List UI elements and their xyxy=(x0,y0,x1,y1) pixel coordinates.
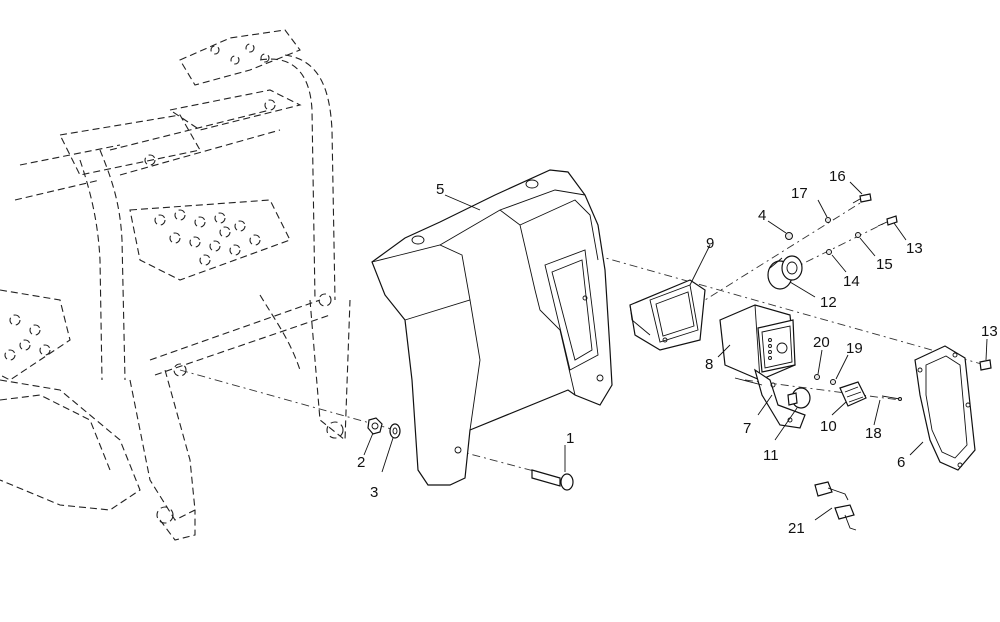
display-housing-part-8 xyxy=(719,304,796,381)
callout-13-upper: 13 xyxy=(906,240,923,257)
callout-1: 1 xyxy=(566,430,574,447)
callout-11: 11 xyxy=(763,447,779,464)
callout-19: 19 xyxy=(846,340,863,357)
gasket-part-6 xyxy=(914,345,976,471)
o-ring-part-15 xyxy=(855,232,861,238)
socket-part-12 xyxy=(767,255,803,290)
console-cover xyxy=(371,169,613,486)
callout-18: 18 xyxy=(865,425,882,442)
callout-7: 7 xyxy=(743,420,751,437)
callout-20: 20 xyxy=(813,334,830,351)
o-ring-part-19 xyxy=(830,379,836,385)
callout-3: 3 xyxy=(370,484,378,501)
switch-box-part-9 xyxy=(629,279,706,351)
callout-14: 14 xyxy=(843,273,860,290)
callout-16: 16 xyxy=(829,168,846,185)
phantom-machine-frame xyxy=(0,29,351,541)
callout-8: 8 xyxy=(705,356,713,373)
knob-part-11 xyxy=(787,387,811,409)
screw-part-13-upper xyxy=(877,215,898,227)
leader-lines xyxy=(363,181,988,521)
o-ring-part-20 xyxy=(814,374,820,380)
pin-part-18 xyxy=(881,395,902,401)
callout-10: 10 xyxy=(820,418,837,435)
callout-15: 15 xyxy=(876,256,893,273)
step-plate-holes xyxy=(154,209,261,266)
nut-part-2 xyxy=(367,417,383,435)
keys-part-21 xyxy=(814,481,857,531)
callout-21: 21 xyxy=(788,520,805,537)
callout-17: 17 xyxy=(791,185,808,202)
callout-13-right: 13 xyxy=(981,323,998,340)
callout-4: 4 xyxy=(758,207,766,224)
callout-5: 5 xyxy=(436,181,444,198)
o-ring-part-14 xyxy=(826,249,832,255)
callout-12: 12 xyxy=(820,294,837,311)
connector-part-10 xyxy=(839,381,867,407)
washer-part-4 xyxy=(785,232,793,240)
callout-2: 2 xyxy=(357,454,365,471)
o-ring-part-17 xyxy=(825,217,831,223)
callout-6: 6 xyxy=(897,454,905,471)
pin-part-1 xyxy=(531,469,574,491)
screw-part-16 xyxy=(852,193,872,204)
screw-part-13-right xyxy=(979,359,992,371)
callout-numbers: 1 2 3 4 5 6 7 8 9 10 11 12 13 13 14 15 1… xyxy=(357,168,998,537)
callout-9: 9 xyxy=(706,235,714,252)
washer-part-3 xyxy=(389,423,401,439)
